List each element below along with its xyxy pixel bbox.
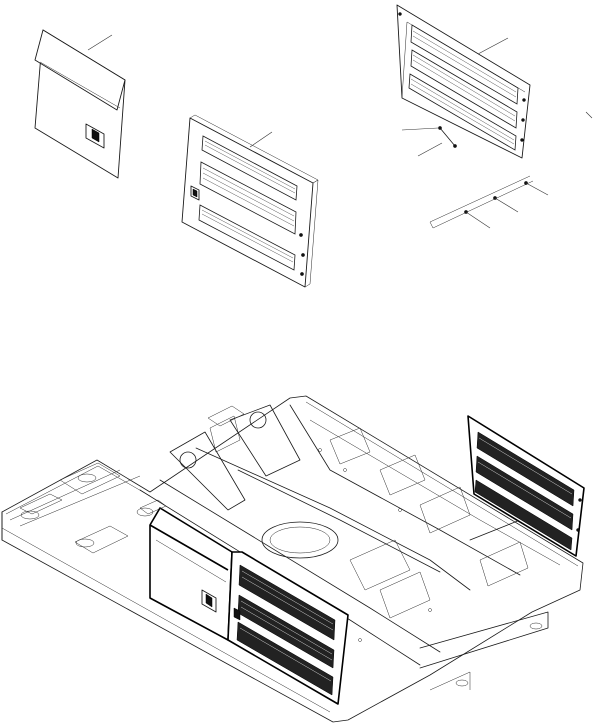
- grille-slot: [410, 24, 519, 105]
- upper-frame-assembly: [1, 395, 584, 723]
- hinge-bolt-icon: [576, 528, 580, 532]
- hinge-rod-icon: [438, 126, 457, 148]
- installed-rear-grille-door: [467, 415, 585, 557]
- installed-grille-door: [227, 551, 349, 705]
- leader-line: [465, 211, 491, 229]
- leader-line: [87, 34, 113, 51]
- grille-door-front-part: [181, 114, 319, 288]
- grille-slot: [201, 135, 298, 201]
- door-hardware-part: [401, 126, 549, 229]
- grille-door-rear-part: [396, 4, 593, 159]
- grille-slot: [198, 204, 296, 271]
- grille-slot: [236, 621, 334, 696]
- grille-slot: [475, 455, 574, 531]
- leader-line: [477, 37, 509, 55]
- leader-line: [249, 131, 273, 148]
- leader-line: [585, 111, 593, 119]
- mounting-strip-icon: [429, 175, 534, 229]
- leader-line: [525, 182, 549, 196]
- door-latch-icon: [233, 607, 241, 621]
- hinge-bolt-icon: [578, 498, 582, 502]
- installed-access-door: [149, 507, 233, 641]
- grille-slot: [237, 594, 335, 669]
- grille-slot: [199, 161, 297, 235]
- hinge-bolt-icon: [398, 12, 526, 142]
- door-latch-icon: [85, 123, 105, 149]
- grille-slot: [408, 73, 517, 151]
- door-latch-icon: [201, 589, 217, 613]
- grille-slot: [238, 564, 336, 641]
- leader-line: [401, 127, 439, 131]
- leader-line: [417, 142, 443, 157]
- grille-slot: [474, 479, 573, 551]
- hinge-bolt-icon: [299, 233, 305, 276]
- solid-access-door-part: [34, 29, 126, 179]
- frame-mount-pad: [19, 493, 167, 515]
- leader-line: [494, 197, 519, 213]
- grille-slot: [410, 49, 518, 129]
- grille-slot: [476, 431, 575, 507]
- door-latch-icon: [190, 185, 200, 201]
